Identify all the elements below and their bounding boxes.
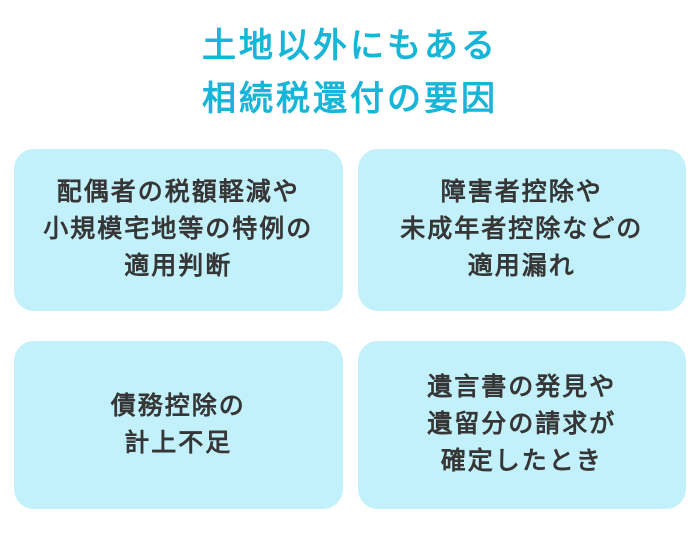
page-title-line-1: 土地以外にもある [202, 27, 498, 65]
card-line: 障害者控除や [440, 178, 603, 207]
card-will-discovery: 遺言書の発見や 遺留分の請求が 確定したとき [357, 340, 686, 509]
card-line: 未成年者控除などの [400, 215, 644, 244]
card-line: 適用判断 [124, 252, 233, 281]
reason-card-grid: 配偶者の税額軽減や 小規模宅地等の特例の 適用判断 障害者控除や 未成年者控除な… [14, 148, 686, 509]
card-disability-minor-deduction-text: 障害者控除や 未成年者控除などの 適用漏れ [400, 174, 643, 285]
card-debt-deduction-shortfall-text: 債務控除の 計上不足 [111, 388, 246, 462]
card-will-discovery-text: 遺言書の発見や 遺留分の請求が 確定したとき [427, 369, 616, 480]
card-spouse-tax-reduction: 配偶者の税額軽減や 小規模宅地等の特例の 適用判断 [14, 148, 343, 311]
card-line: 遺留分の請求が [427, 410, 617, 439]
card-line: 確定したとき [440, 447, 603, 476]
card-line: 遺言書の発見や [427, 373, 617, 402]
card-line: 配偶者の税額軽減や [56, 178, 300, 207]
card-spouse-tax-reduction-text: 配偶者の税額軽減や 小規模宅地等の特例の 適用判断 [43, 174, 313, 285]
card-line: 債務控除の [110, 391, 246, 420]
card-debt-deduction-shortfall: 債務控除の 計上不足 [14, 340, 343, 509]
page-title: 土地以外にもある 相続税還付の要因 [0, 20, 700, 126]
card-line: 適用漏れ [467, 252, 576, 281]
page-title-line-2: 相続税還付の要因 [202, 80, 498, 118]
card-disability-minor-deduction: 障害者控除や 未成年者控除などの 適用漏れ [357, 148, 686, 311]
card-line: 小規模宅地等の特例の [43, 215, 314, 244]
card-line: 計上不足 [124, 428, 233, 457]
